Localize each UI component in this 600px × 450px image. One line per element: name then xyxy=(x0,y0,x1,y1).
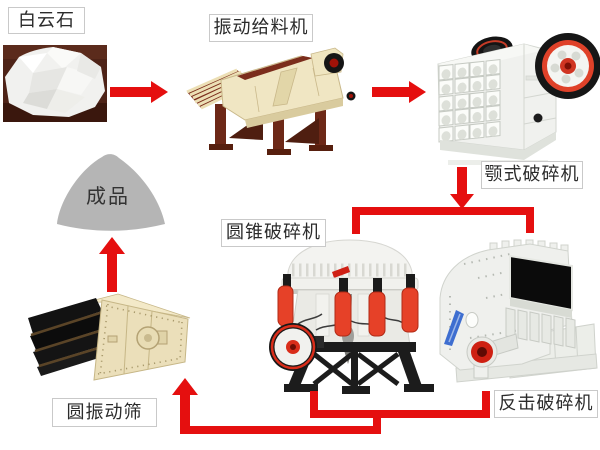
arrow-head-up-icon xyxy=(172,378,198,395)
impact-crusher-illustration xyxy=(439,239,598,383)
arrow-head-right-icon xyxy=(409,81,426,103)
label-impact-crusher-text: 反击破碎机 xyxy=(498,393,594,414)
label-jaw-crusher: 颚式破碎机 xyxy=(481,161,583,189)
arrow-shaft xyxy=(180,393,190,431)
arrow-shaft xyxy=(457,167,467,195)
label-cone-crusher-text: 圆锥破碎机 xyxy=(226,222,321,243)
cone-crusher-illustration xyxy=(269,239,434,394)
label-jaw-crusher-text: 颚式破碎机 xyxy=(484,164,580,185)
vibrating-feeder-illustration xyxy=(186,47,356,155)
arrow-shaft xyxy=(372,87,410,97)
arrow-head-up-icon xyxy=(99,237,125,254)
impact-output-stub xyxy=(482,391,490,413)
label-vibrating-screen: 圆振动筛 xyxy=(52,398,157,427)
merge-step-drop xyxy=(373,410,381,434)
arrow-shaft xyxy=(107,252,117,292)
label-feeder-text: 振动给料机 xyxy=(213,17,309,38)
label-product: 成品 xyxy=(82,186,134,206)
vibrating-screen-illustration xyxy=(28,293,191,381)
label-impact-crusher: 反击破碎机 xyxy=(494,390,598,418)
label-vibrating-screen-text: 圆振动筛 xyxy=(66,401,143,423)
dolomite-rock-photo xyxy=(3,45,107,122)
label-dolomite-text: 白云石 xyxy=(18,9,75,31)
splitter-bar xyxy=(352,207,534,215)
arrow-shaft xyxy=(110,87,152,97)
product-pile-shape xyxy=(57,154,165,231)
label-feeder: 振动给料机 xyxy=(209,14,313,42)
merge-line-lower xyxy=(180,426,381,434)
label-product-text: 成品 xyxy=(86,184,130,208)
arrow-head-right-icon xyxy=(151,81,168,103)
splitter-drop-to-impact xyxy=(526,207,534,233)
arrow-head-down-icon xyxy=(450,194,474,209)
cone-output-stub xyxy=(310,391,318,415)
merge-line-upper xyxy=(310,410,490,418)
splitter-drop-to-cone xyxy=(352,207,360,234)
label-dolomite: 白云石 xyxy=(8,7,85,34)
jaw-crusher-illustration xyxy=(437,33,600,165)
label-cone-crusher: 圆锥破碎机 xyxy=(221,219,326,247)
